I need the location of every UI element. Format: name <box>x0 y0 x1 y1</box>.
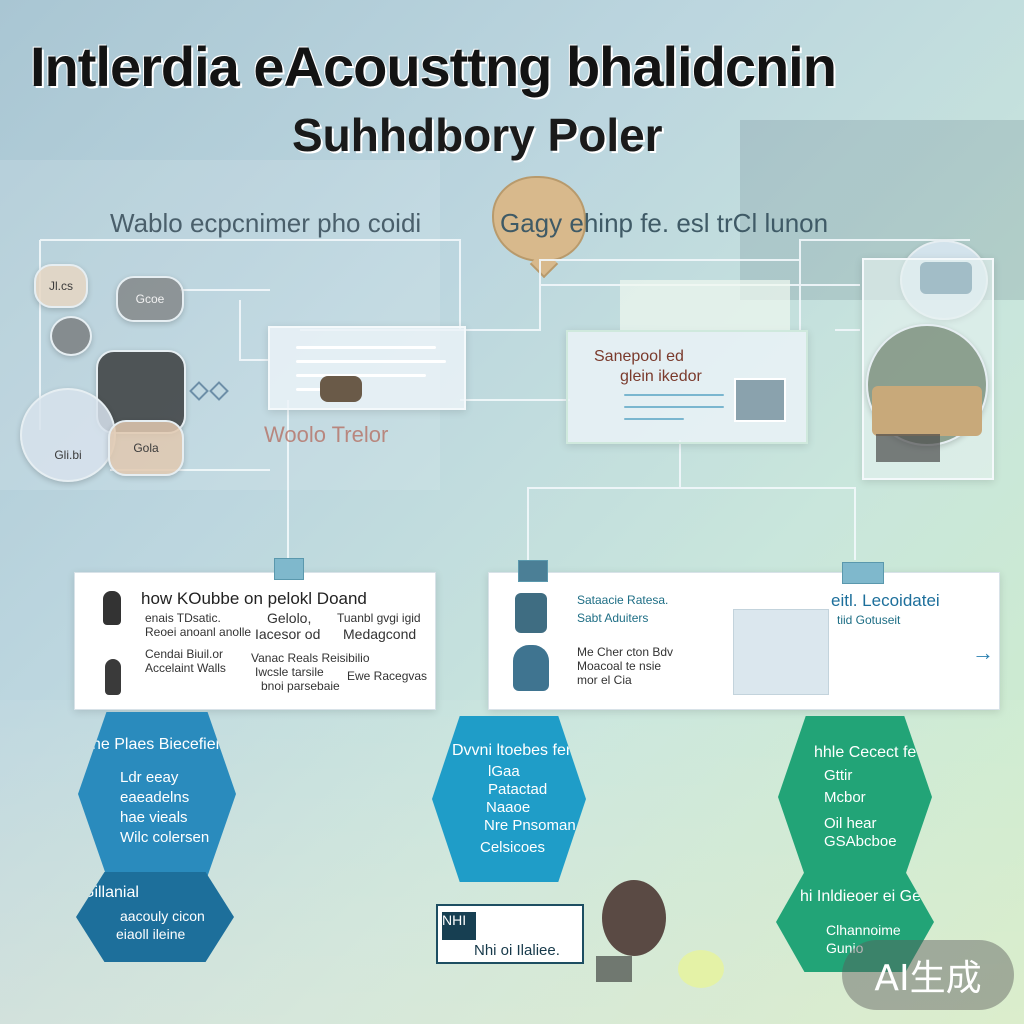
center-panel-back <box>620 280 790 330</box>
hex-card-dark-middle[interactable]: NHI Nhi oi Ilaliee. <box>436 904 584 964</box>
card-left-row: Accelaint Walls <box>145 661 226 675</box>
hex-line: aacouly cicon <box>120 908 205 924</box>
card-middle-item: mor el Cia <box>577 673 632 687</box>
hex-line: Nhi oi Ilaliee. <box>474 942 560 959</box>
card-middle-item: Moacoal te nsie <box>577 659 662 673</box>
panel-line <box>624 418 684 420</box>
person-illustration <box>602 880 666 956</box>
left-center-panel[interactable] <box>268 326 466 410</box>
hex-card-blue[interactable]: he Plaes Biecefien Ldr eeay eaeadelns ha… <box>78 712 236 876</box>
card-right[interactable]: Sataacie Ratesa. Sabt Aduiters Me Cher c… <box>488 572 1000 710</box>
hex-line: Oil hear <box>824 815 877 832</box>
hex-title: Gillanial <box>82 884 139 901</box>
card-left-row: Medagcond <box>343 626 417 642</box>
hex-line: lGaa <box>488 763 520 780</box>
headset-icon <box>515 593 547 633</box>
card-left-row: Gelolo, <box>267 610 312 626</box>
hex-line: eiaoll ileine <box>116 926 186 942</box>
hex-line: Nre Pnsoman <box>484 817 576 834</box>
hex-line: Gunio <box>826 940 864 956</box>
card-right-subtitle: tiid Gotuseit <box>837 613 901 627</box>
hex-line: eaeadelns <box>120 789 190 806</box>
left-node-label: Gcoe <box>135 292 165 306</box>
card-right-title: eitl. Lecoidatei <box>831 591 940 610</box>
connector <box>527 440 681 560</box>
hex-line: Mcbor <box>824 789 866 806</box>
hex-card-green-bottom[interactable]: hi Inldieoer ei Ge Clhannoime Gunio <box>776 872 934 972</box>
hex-title: NHI <box>442 912 476 940</box>
card-middle-item: Sataacie Ratesa. <box>577 593 669 607</box>
hex-line: hae vieals <box>120 809 188 826</box>
hex-title: hhle Cecect fe <box>814 744 917 761</box>
connector <box>239 300 270 361</box>
connector <box>40 239 461 330</box>
card-left-row: Cendai Biuil.or <box>145 647 224 661</box>
card-left-row: Reoei anoanl anolle <box>145 625 252 639</box>
hex-line: Gttir <box>824 767 853 784</box>
hex-line: Clhannoime <box>826 922 901 938</box>
hex-line: Wilc colersen <box>120 829 210 846</box>
card-left-row: Ewe Racegvas <box>347 669 428 683</box>
hex-line: Ldr eeay <box>120 769 179 786</box>
card-left-row: enais TDsatic. <box>145 611 221 625</box>
user-icon <box>105 659 121 695</box>
arrow-right-icon[interactable]: → <box>972 640 994 665</box>
hex-line: Celsicoes <box>480 839 546 856</box>
left-node-label: Gli.bi <box>54 448 82 462</box>
hex-card-cyan[interactable]: Dvvni ltoebes fer lGaa Patactad Naaoe Nr… <box>432 716 586 882</box>
card-left-title: how KOubbe on pelokl Doand <box>141 589 367 608</box>
card-left[interactable]: how KOubbe on pelokl Doand enais TDsatic… <box>74 572 436 710</box>
left-node-mid[interactable]: Gcoe <box>116 276 184 322</box>
panel-line <box>296 374 426 377</box>
panel-line <box>296 346 436 349</box>
caption-left: Wablo ecpcnimer pho coidi <box>110 208 422 238</box>
panel-line <box>624 406 724 408</box>
card-middle-tab <box>518 560 548 582</box>
page-subtitle: Suhhdbory Poler <box>292 109 663 161</box>
card-left-row: Iacesor od <box>255 626 321 642</box>
left-node-bottom[interactable]: Gola <box>108 420 184 476</box>
center-panel[interactable] <box>566 330 808 444</box>
card-middle-item: Me Cher cton Bdv <box>577 645 674 659</box>
hex-title: Dvvni ltoebes fer <box>452 742 572 759</box>
photo-thumbnail <box>734 378 786 422</box>
right-node-tag <box>876 434 940 462</box>
center-panel-line2: glein ikedor <box>620 368 702 385</box>
user-icon <box>103 591 121 625</box>
hex-line: GSAbcboe <box>824 833 897 850</box>
desk-item <box>596 956 632 982</box>
card-left-tab <box>274 558 304 580</box>
left-node-avatar-small <box>50 316 92 356</box>
hex-title: he Plaes Biecefien <box>92 736 225 753</box>
card-left-row: Tuanbl gvgi igid <box>337 611 421 625</box>
card-right-tab <box>842 562 884 584</box>
hex-card-green[interactable]: hhle Cecect fe Gttir Mcbor Oil hear GSAb… <box>778 716 932 878</box>
card-middle-item: Sabt Aduiters <box>577 611 649 625</box>
left-node-label: Gola <box>133 441 159 455</box>
panel-line <box>296 360 446 363</box>
connector <box>680 487 856 560</box>
card-left-row: bnoi parsebaie <box>261 679 340 693</box>
left-panel-caption: Woolo Trelor <box>264 422 389 447</box>
ai-generated-badge: AI生成 <box>842 940 1014 1010</box>
connector <box>799 239 970 260</box>
panel-line <box>624 394 724 396</box>
headset-icon <box>513 645 549 691</box>
left-node-label: Jl.cs <box>49 279 73 293</box>
tool-icon <box>320 376 362 402</box>
hex-line: Patactad <box>488 781 548 798</box>
hex-title: hi Inldieoer ei Ge <box>800 888 921 905</box>
left-node-circle[interactable]: Gli.bi <box>20 388 116 482</box>
card-left-row: Vanac Reals Reisibilio <box>251 651 370 665</box>
lamp-icon <box>678 950 724 988</box>
left-node-top[interactable]: Jl.cs <box>34 264 88 308</box>
page-title: Intlerdia eAcousttng bhalidcnin <box>30 35 837 98</box>
hex-line: Naaoe <box>486 799 531 816</box>
right-node-folder <box>872 386 982 436</box>
hex-card-navy-left[interactable]: Gillanial aacouly cicon eiaoll ileine <box>76 872 234 962</box>
worker-illustration <box>733 609 829 695</box>
card-left-row: Iwcsle tarsile <box>255 665 324 679</box>
center-panel-line1: Sanepool ed <box>594 348 684 365</box>
caption-right: Gagy ehinp fe. esl trCl lunon <box>500 208 829 238</box>
